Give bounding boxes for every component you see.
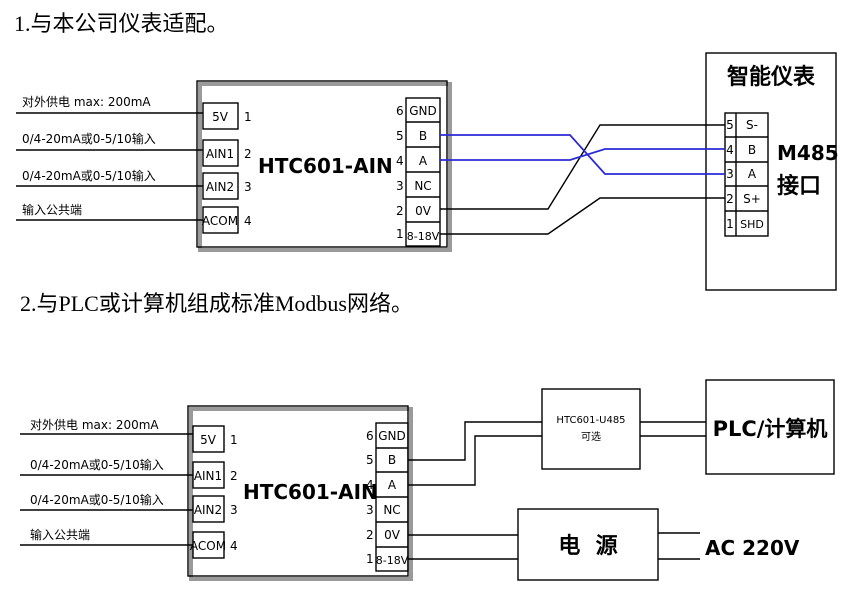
s2-module-name: HTC601-AIN bbox=[243, 480, 378, 504]
meter-title: 智能仪表 bbox=[727, 64, 816, 90]
power-box bbox=[517, 508, 659, 581]
s1-wire-label-5v: 对外供电 max: 200mA bbox=[22, 95, 151, 109]
s1-right-num-6: 6 bbox=[396, 104, 404, 118]
wire-s1-a-to-meter-b bbox=[440, 148, 725, 161]
s2-right-num-4: 4 bbox=[366, 478, 374, 492]
meter-label-s-minus: S- bbox=[746, 118, 758, 132]
plc-label: PLC/计算机 bbox=[713, 417, 828, 441]
meter-label-shd: SHD bbox=[740, 218, 764, 231]
converter-line1: HTC601-U485 bbox=[556, 415, 625, 426]
wire-s1-8v-to-s-plus bbox=[440, 197, 725, 235]
s1-right-num-3: 3 bbox=[396, 179, 404, 193]
s2-right-label-gnd: GND bbox=[378, 429, 406, 443]
s2-right-num-2: 2 bbox=[366, 528, 374, 542]
wire-s2-a-to-converter bbox=[408, 435, 542, 486]
s1-right-label-a: A bbox=[419, 154, 428, 168]
s2-left-num-3: 3 bbox=[230, 503, 238, 517]
blue-twisted-pair bbox=[440, 134, 725, 175]
s2-right-label-818v: 8-18V bbox=[376, 554, 409, 567]
meter-interface-line2: 接口 bbox=[777, 174, 821, 199]
s2-right-num-5: 5 bbox=[366, 453, 374, 467]
s2-wire-label-acom: 输入公共端 bbox=[30, 527, 90, 542]
wire-s2-b-to-converter bbox=[408, 421, 542, 461]
s1-right-num-5: 5 bbox=[396, 129, 404, 143]
meter-label-a: A bbox=[748, 167, 757, 181]
meter-num-5: 5 bbox=[726, 118, 734, 132]
s1-module-name: HTC601-AIN bbox=[258, 154, 393, 178]
s1-wire-label-ain2: 0/4-20mA或0-5/10输入 bbox=[22, 168, 156, 183]
module1-pin-ain1-box bbox=[202, 139, 239, 167]
s1-wire-label-acom: 输入公共端 bbox=[22, 202, 82, 217]
s2-right-label-0v: 0V bbox=[384, 528, 401, 542]
s1-pin-ain1-label: AIN1 bbox=[206, 147, 234, 161]
s1-right-num-4: 4 bbox=[396, 154, 404, 168]
s1-right-num-1: 1 bbox=[396, 227, 404, 241]
module1-box bbox=[196, 80, 448, 248]
meter-interface-line1: M485 bbox=[777, 141, 839, 165]
meter-num-4: 4 bbox=[726, 143, 734, 157]
s1-wire-label-ain1: 0/4-20mA或0-5/10输入 bbox=[22, 131, 156, 146]
s2-pin-acom-label: ACOM bbox=[190, 539, 226, 553]
s1-right-label-b: B bbox=[419, 129, 427, 143]
module1-pin-5v-box bbox=[202, 102, 239, 130]
s2-right-num-1: 1 bbox=[366, 552, 374, 566]
s2-right-label-a: A bbox=[388, 478, 397, 492]
s2-right-label-b: B bbox=[388, 453, 396, 467]
power-input-label: AC 220V bbox=[705, 536, 800, 560]
meter-num-3: 3 bbox=[726, 167, 734, 181]
s1-pin-ain2-label: AIN2 bbox=[206, 180, 234, 194]
module2-pin-5v-box bbox=[192, 425, 225, 453]
meter-box bbox=[705, 52, 837, 291]
meter-num-2: 2 bbox=[726, 192, 734, 206]
s2-pin-5v-label: 5V bbox=[200, 433, 217, 447]
module1-shadow bbox=[198, 82, 452, 252]
s1-pin-5v-label: 5V bbox=[212, 110, 229, 124]
s2-wire-label-ain1: 0/4-20mA或0-5/10输入 bbox=[30, 457, 164, 472]
s1-right-label-gnd: GND bbox=[409, 104, 437, 118]
section1-caption: 1.与本公司仪表适配。 bbox=[14, 11, 229, 36]
power-label: 电 源 bbox=[558, 534, 617, 559]
s1-right-num-2: 2 bbox=[396, 204, 404, 218]
meter-label-b: B bbox=[748, 143, 756, 157]
s1-left-num-2: 2 bbox=[244, 147, 252, 161]
s1-pin-acom-label: ACOM bbox=[202, 214, 238, 228]
s2-left-num-2: 2 bbox=[230, 469, 238, 483]
s2-right-label-nc: NC bbox=[383, 503, 400, 517]
s1-left-num-3: 3 bbox=[244, 180, 252, 194]
converter-line2: 可选 bbox=[581, 430, 601, 443]
meter-num-1: 1 bbox=[726, 217, 734, 231]
s2-right-num-6: 6 bbox=[366, 429, 374, 443]
s2-left-num-4: 4 bbox=[230, 539, 238, 553]
s2-left-num-1: 1 bbox=[230, 433, 238, 447]
s1-left-num-4: 4 bbox=[244, 214, 252, 228]
s2-wire-label-ain2: 0/4-20mA或0-5/10输入 bbox=[30, 492, 164, 507]
s1-right-label-nc: NC bbox=[414, 179, 431, 193]
s1-right-label-0v: 0V bbox=[415, 204, 432, 218]
s1-left-num-1: 1 bbox=[244, 110, 252, 124]
converter-box bbox=[541, 388, 641, 470]
meter-label-s-plus: S+ bbox=[743, 192, 761, 206]
s1-right-label-818v: 8-18V bbox=[407, 230, 440, 243]
module2-shadow bbox=[189, 407, 413, 581]
wire-s1-0v-to-s-minus bbox=[440, 124, 725, 210]
module2-pin-ain2-box bbox=[192, 495, 225, 523]
s2-pin-ain1-label: AIN1 bbox=[194, 469, 222, 483]
s2-wire-label-5v: 对外供电 max: 200mA bbox=[30, 418, 159, 432]
s2-pin-ain2-label: AIN2 bbox=[194, 503, 222, 517]
s2-right-num-3: 3 bbox=[366, 503, 374, 517]
section2-caption: 2.与PLC或计算机组成标准Modbus网络。 bbox=[20, 291, 413, 316]
plc-box bbox=[705, 379, 835, 475]
